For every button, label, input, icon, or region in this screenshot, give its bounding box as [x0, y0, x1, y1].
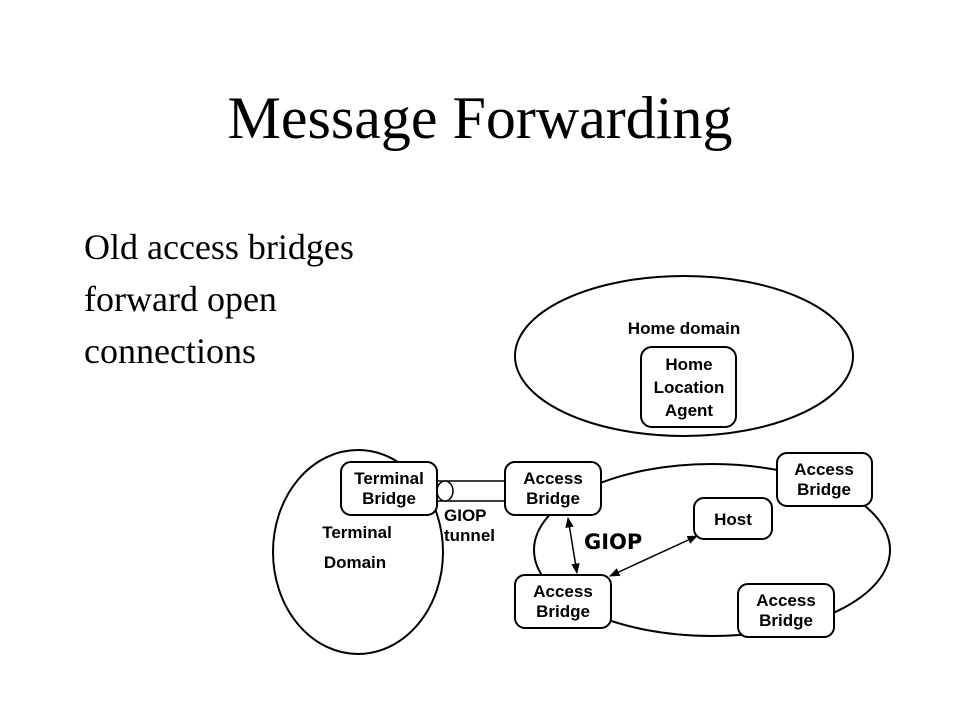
forward-arrow	[565, 516, 580, 575]
home-location-agent-line-2: Location	[654, 378, 725, 397]
access-bridge-2-label-line-2: Bridge	[797, 480, 851, 499]
giop-tunnel-label-line-1: GIOP	[444, 506, 487, 525]
access-bridge-box-1	[504, 461, 602, 516]
access-bridge-box-4	[737, 583, 835, 638]
access-bridge-1-label-line-2: Bridge	[526, 489, 580, 508]
giop-tunnel-label-line-2: tunnel	[444, 526, 495, 545]
bullet-line-2: forward open	[84, 279, 277, 319]
access-bridge-3-label-line-2: Bridge	[536, 602, 590, 621]
host-label: Host	[714, 510, 752, 529]
terminal-bridge-label-line-1: Terminal	[354, 469, 424, 488]
bullet-text: Old access bridges forward open connecti…	[84, 221, 444, 377]
access-bridge-box-3	[514, 574, 612, 629]
network-domain-ellipse	[533, 463, 891, 637]
terminal-bridge-label-line-2: Bridge	[362, 489, 416, 508]
giop-label: GIOP	[584, 530, 642, 554]
home-location-agent-box	[640, 346, 737, 428]
bullet-line-3: connections	[84, 331, 256, 371]
bullet-line-1: Old access bridges	[84, 227, 354, 267]
terminal-bridge-box	[340, 461, 438, 516]
home-location-agent-line-1: Home	[665, 355, 712, 374]
terminal-domain-label-line-1: Terminal	[322, 523, 392, 542]
home-location-agent-line-3: Agent	[665, 401, 714, 420]
access-bridge-1-label-line-1: Access	[523, 469, 583, 488]
access-bridge-2-label-line-1: Access	[794, 460, 854, 479]
access-bridge-3-label-line-1: Access	[533, 582, 593, 601]
access-bridge-4-label-line-2: Bridge	[759, 611, 813, 630]
home-domain-ellipse	[514, 275, 854, 437]
terminal-domain-label-line-2: Domain	[324, 553, 386, 572]
home-domain-label: Home domain	[628, 319, 740, 338]
access-bridge-box-2	[776, 452, 873, 507]
giop-arrow	[609, 535, 698, 577]
slide-title: Message Forwarding	[227, 85, 733, 151]
host-box	[693, 497, 773, 540]
access-bridge-4-label-line-1: Access	[756, 591, 816, 610]
giop-tunnel-pipe-end	[436, 480, 454, 502]
